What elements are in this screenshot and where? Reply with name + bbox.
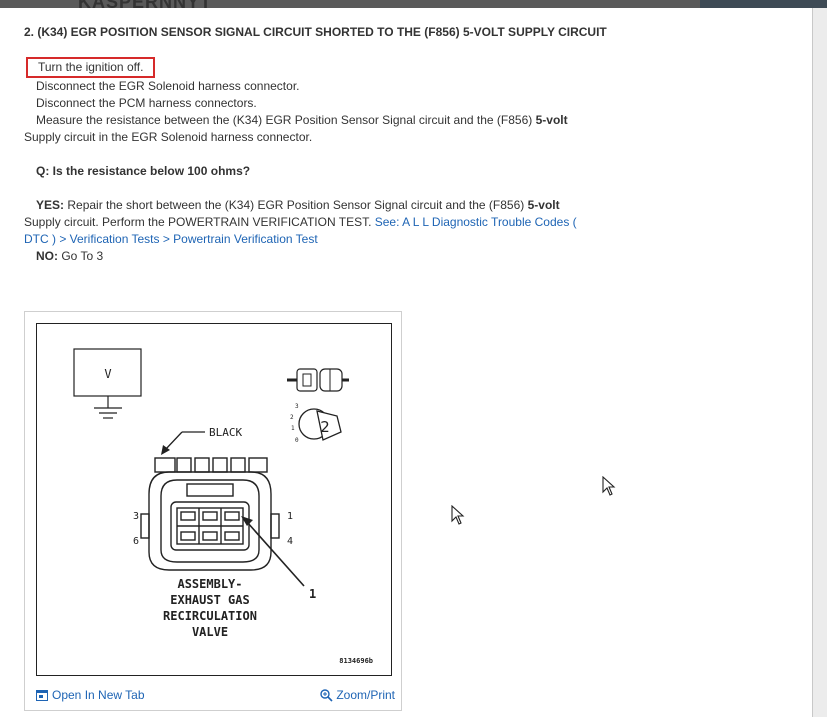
no-answer: NO: Go To 3 bbox=[36, 249, 104, 263]
instruction-measure-cont: Supply circuit in the EGR Solenoid harne… bbox=[24, 130, 313, 144]
wire-color-label: BLACK bbox=[209, 426, 242, 439]
question: Q: Is the resistance below 100 ohms? bbox=[36, 164, 251, 178]
connector-diagram-svg: V 3 2 1 0 bbox=[73, 348, 373, 665]
connector-plug-icon bbox=[287, 368, 349, 392]
connector-housing bbox=[140, 457, 280, 571]
page-edge bbox=[813, 8, 827, 717]
pin-3-label: 3 bbox=[133, 511, 139, 522]
verification-test-link[interactable]: See: A L L Diagnostic Trouble Codes ( DT… bbox=[24, 215, 577, 246]
mouse-cursor-icon-2 bbox=[602, 476, 616, 496]
mouse-cursor-icon bbox=[451, 505, 465, 525]
step-heading: 2. (K34) EGR POSITION SENSOR SIGNAL CIRC… bbox=[24, 25, 607, 39]
svg-text:1: 1 bbox=[291, 425, 295, 432]
caption-line-1: ASSEMBLY- bbox=[177, 577, 242, 591]
voltmeter-label: V bbox=[104, 367, 111, 381]
callout-arrow bbox=[246, 521, 305, 587]
highlighted-instruction: Turn the ignition off. bbox=[26, 57, 156, 78]
pin-4-label: 4 bbox=[287, 536, 293, 547]
open-in-new-tab-button[interactable]: Open In New Tab bbox=[36, 688, 145, 702]
zoom-icon bbox=[320, 688, 333, 702]
caption-line-3: RECIRCULATION bbox=[163, 609, 257, 623]
instruction-measure: Measure the resistance between the (K34)… bbox=[36, 113, 568, 127]
zoom-print-label: Zoom/Print bbox=[336, 688, 395, 702]
instruction-disconnect-pcm: Disconnect the PCM harness connectors. bbox=[36, 96, 257, 110]
step-content: 2. (K34) EGR POSITION SENSOR SIGNAL CIRC… bbox=[24, 24, 624, 265]
figure-footer: Open In New Tab Zoom/Print bbox=[25, 684, 401, 708]
callout-1-label: 1 bbox=[309, 587, 316, 601]
yes-answer: YES: Repair the short between the (K34) … bbox=[36, 198, 560, 212]
content-panel: 2. (K34) EGR POSITION SENSOR SIGNAL CIRC… bbox=[0, 8, 813, 717]
figure-container: V 3 2 1 0 bbox=[24, 311, 402, 711]
open-in-new-tab-label: Open In New Tab bbox=[52, 688, 145, 702]
instruction-disconnect-egr: Disconnect the EGR Solenoid harness conn… bbox=[36, 79, 300, 93]
zoom-print-button[interactable]: Zoom/Print bbox=[320, 688, 395, 702]
svg-text:2: 2 bbox=[290, 414, 294, 421]
ohmmeter-dial-icon: 3 2 1 0 2 bbox=[290, 403, 342, 444]
svg-text:0: 0 bbox=[295, 437, 299, 444]
connector-diagram: V 3 2 1 0 bbox=[36, 323, 392, 676]
svg-text:2: 2 bbox=[320, 418, 330, 436]
pin-1-label: 1 bbox=[287, 511, 293, 522]
figure-id: 8134696b bbox=[339, 657, 373, 665]
pin-6-label: 6 bbox=[133, 536, 139, 547]
caption-line-2: EXHAUST GAS bbox=[170, 593, 249, 607]
open-tab-icon bbox=[36, 689, 48, 701]
svg-text:3: 3 bbox=[295, 403, 299, 410]
yes-answer-cont: Supply circuit. Perform the POWERTRAIN V… bbox=[24, 215, 577, 246]
top-bar-right bbox=[700, 0, 827, 8]
caption-line-4: VALVE bbox=[192, 625, 228, 639]
top-bar: KASPERNNYT bbox=[0, 0, 827, 12]
